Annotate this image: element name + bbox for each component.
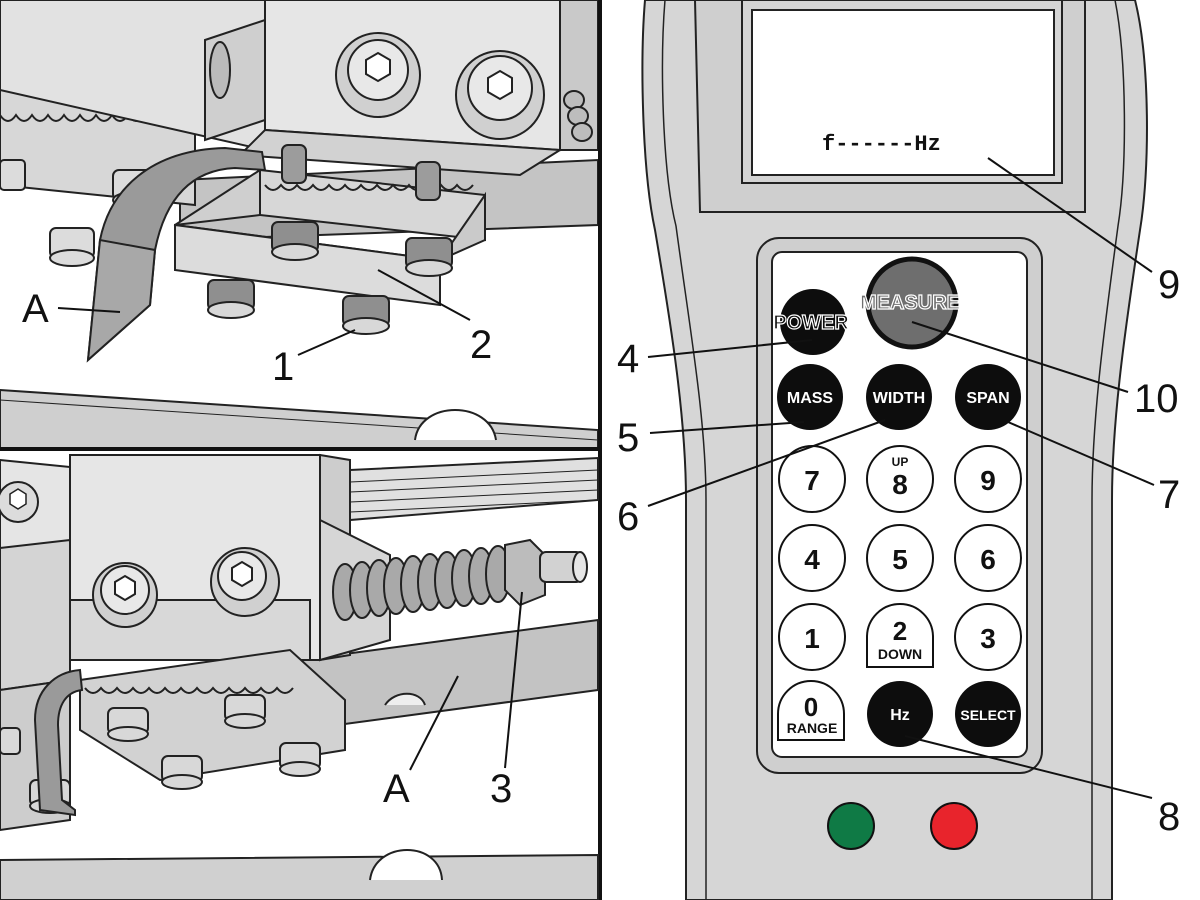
- key-0-label: 0: [804, 692, 818, 722]
- power-button[interactable]: POWER: [773, 289, 850, 355]
- key-6-button[interactable]: 6: [954, 524, 1022, 592]
- callout-lines: [647, 157, 1155, 799]
- span-button[interactable]: SPAN: [955, 364, 1021, 430]
- mass-button-label: MASS: [787, 390, 834, 407]
- key-3-label: 3: [980, 623, 996, 654]
- key-3-button[interactable]: 3: [954, 603, 1022, 671]
- key-6-label: 6: [980, 544, 996, 575]
- callout-5: 5: [617, 416, 639, 460]
- select-button[interactable]: SELECT: [955, 681, 1021, 747]
- key-8-label: 8: [892, 469, 908, 500]
- bolt-head-icon: [455, 50, 545, 140]
- hex-nut-icon: [504, 538, 588, 607]
- power-button-label: POWER: [773, 312, 849, 334]
- key-2-down-button[interactable]: 2 DOWN: [866, 603, 934, 668]
- callout-4: 4: [617, 337, 639, 381]
- cap-screw-icon: [207, 221, 453, 335]
- mass-button[interactable]: MASS: [777, 364, 843, 430]
- key-1-button[interactable]: 1: [778, 603, 846, 671]
- key-0-range-button[interactable]: 0 RANGE: [777, 680, 845, 741]
- measure-button-label: MEASURE: [860, 292, 960, 314]
- key-1-label: 1: [804, 623, 820, 654]
- display-readout: f------Hz: [822, 132, 941, 157]
- label-A-bottom: A: [383, 767, 410, 811]
- label-2: 2: [470, 323, 492, 367]
- key-2-sub-label: DOWN: [878, 646, 922, 662]
- label-3: 3: [490, 767, 512, 811]
- key-7-button[interactable]: 7: [778, 445, 846, 513]
- top-left-panel: A 1 2: [0, 0, 599, 449]
- key-7-label: 7: [804, 465, 820, 496]
- spring-icon: [563, 90, 593, 142]
- measure-button[interactable]: MEASURE: [859, 256, 961, 350]
- key-0-sub-label: RANGE: [787, 720, 838, 736]
- key-9-label: 9: [980, 465, 996, 496]
- callout-10: 10: [1134, 377, 1179, 421]
- width-button-label: WIDTH: [873, 390, 925, 407]
- spring-icon: [332, 545, 511, 621]
- bottom-left-panel: A 3: [0, 453, 599, 900]
- callout-8: 8: [1158, 795, 1180, 839]
- callout-7: 7: [1158, 473, 1180, 517]
- key-4-button[interactable]: 4: [778, 524, 846, 592]
- green-led-icon: [827, 802, 875, 850]
- select-button-label: SELECT: [960, 707, 1016, 723]
- callout-9: 9: [1158, 263, 1180, 307]
- key-2-label: 2: [893, 616, 907, 646]
- bolt-head-icon: [210, 547, 280, 617]
- red-led-icon: [930, 802, 978, 850]
- key-5-label: 5: [892, 544, 908, 575]
- right-panel: f------Hz MEASURE POWER MASS WIDTH SPAN: [617, 0, 1180, 900]
- label-A-top: A: [22, 287, 49, 331]
- key-8-up-button[interactable]: UP 8: [866, 445, 934, 513]
- hz-button-label: Hz: [890, 707, 910, 724]
- label-1: 1: [272, 345, 294, 389]
- callout-6: 6: [617, 495, 639, 539]
- key-8-sub-label: UP: [892, 455, 909, 469]
- hz-button[interactable]: Hz: [867, 681, 933, 747]
- key-5-button[interactable]: 5: [866, 524, 934, 592]
- key-9-button[interactable]: 9: [954, 445, 1022, 513]
- span-button-label: SPAN: [966, 390, 1009, 407]
- bolt-head-icon: [92, 562, 158, 628]
- lcd-display: [751, 9, 1055, 176]
- width-button[interactable]: WIDTH: [866, 364, 932, 430]
- bolt-head-icon: [335, 32, 421, 118]
- key-4-label: 4: [804, 544, 820, 575]
